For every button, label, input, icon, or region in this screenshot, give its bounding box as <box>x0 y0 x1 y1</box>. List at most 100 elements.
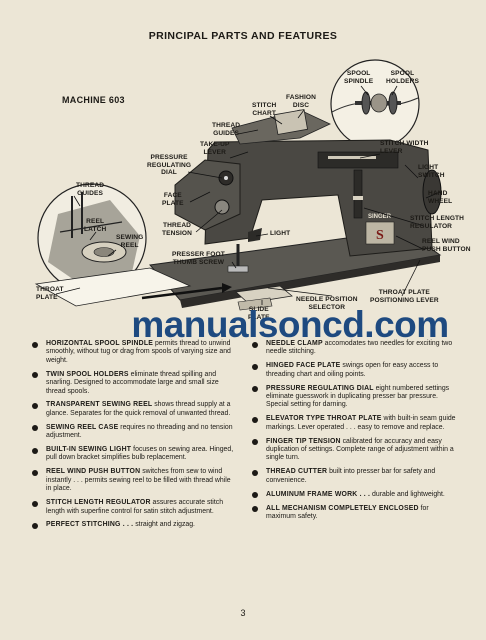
feature-item: SEWING REEL CASE requires no threading a… <box>32 424 237 441</box>
label-thread-guides-inset: THREAD GUIDES <box>76 182 105 197</box>
feature-item: TWIN SPOOL HOLDERS eliminate thread spil… <box>32 371 237 396</box>
page-number: 3 <box>240 608 246 618</box>
label-stitch-length-regulator: STITCH LENGTH REGULATOR <box>410 215 465 230</box>
feature-name: ELEVATOR TYPE THROAT PLATE <box>266 415 382 423</box>
feature-text: eight numbered settings eliminate guessw… <box>266 384 450 409</box>
label-needle-position-selector: NEEDLE POSITION SELECTOR <box>296 296 358 311</box>
feature-name: HINGED FACE PLATE <box>266 362 341 370</box>
feature-name: PERFECT STITCHING . . . <box>46 521 134 529</box>
bullet-icon <box>252 506 258 513</box>
feature-name: TRANSPARENT SEWING REEL <box>46 401 153 409</box>
bullet-icon <box>252 416 258 423</box>
bullet-icon <box>32 522 38 529</box>
label-presser-foot-thumb-screw: PRESSER FOOT THUMB SCREW <box>172 251 225 266</box>
stitch-length-regulator <box>353 169 363 219</box>
feature-name: NEEDLE CLAMP <box>266 340 323 347</box>
thread-tension-dial <box>214 199 230 215</box>
bullet-icon <box>252 363 258 370</box>
machine-label: MACHINE 603 <box>62 95 125 105</box>
label-face-plate: FACE PLATE <box>162 192 184 207</box>
feature-item: THREAD CUTTER built into presser bar for… <box>252 468 457 485</box>
feature-text: built into presser bar for safety and co… <box>266 468 436 484</box>
feature-item: ALUMINUM FRAME WORK . . . durable and li… <box>252 491 457 499</box>
feature-name: STITCH LENGTH REGULATOR <box>46 499 151 507</box>
label-reel-wind-push-button: REEL WIND PUSH BUTTON <box>422 238 471 253</box>
spool-inset <box>330 59 420 149</box>
singer-brand: SINGER <box>368 214 392 220</box>
feature-text: straight and zigzag. <box>133 521 195 529</box>
feature-text: focuses on sewing area. Hinged, pull dow… <box>46 446 234 462</box>
feature-name: HORIZONTAL SPOOL SPINDLE <box>46 340 154 347</box>
feature-item: PERFECT STITCHING . . . straight and zig… <box>32 521 237 529</box>
label-throat-plate: THROAT PLATE <box>36 286 64 301</box>
bullet-icon <box>32 341 38 348</box>
singer-badge <box>365 221 395 245</box>
label-take-up-lever: TAKE-UP LEVER <box>200 141 230 156</box>
feature-name: PRESSURE REGULATING DIAL <box>266 384 374 392</box>
bullet-icon <box>32 447 38 454</box>
singer-badge-letter: S <box>376 228 384 243</box>
label-spool-spindle: SPOOL SPINDLE <box>344 70 374 85</box>
bullet-icon <box>32 402 38 409</box>
bullet-icon <box>32 372 38 379</box>
feature-item: ALL MECHANISM COMPLETELY ENCLOSED for ma… <box>252 505 457 522</box>
sewing-machine-illustration: SINGER S <box>34 59 442 311</box>
feature-item: TRANSPARENT SEWING REEL shows thread sup… <box>32 401 237 418</box>
bullet-icon <box>252 469 258 476</box>
feature-text: durable and lightweight. <box>370 490 445 498</box>
feature-name: THREAD CUTTER <box>266 468 328 476</box>
feature-item: STITCH LENGTH REGULATOR assures accurate… <box>32 499 237 516</box>
bullet-icon <box>32 425 38 432</box>
sewing-light <box>248 228 262 242</box>
feature-item: FINGER TIP TENSION calibrated for accura… <box>252 438 457 463</box>
feature-text: for maximum safety. <box>266 504 429 520</box>
slide-plate <box>237 297 273 311</box>
label-slide-plate: SLIDE PLATE <box>248 306 270 321</box>
bullet-icon <box>32 469 38 476</box>
feature-text: accomodates two needles for exciting two… <box>266 340 453 356</box>
spool-holder-right <box>388 91 398 115</box>
feature-item: NEEDLE CLAMP accomodates two needles for… <box>252 340 457 357</box>
hand-wheel <box>422 169 442 215</box>
feature-text: calibrated for accuracy and easy duplica… <box>266 437 454 462</box>
feature-text: permits thread to unwind smoothly, witho… <box>46 340 231 364</box>
label-spool-holders: SPOOL HOLDERS <box>386 70 419 85</box>
label-light: LIGHT <box>270 230 291 237</box>
feature-item: BUILT-IN SEWING LIGHT focuses on sewing … <box>32 446 237 463</box>
feature-item: HORIZONTAL SPOOL SPINDLE permits thread … <box>32 340 237 365</box>
feature-text: assures accurate stitch length with supe… <box>46 499 224 515</box>
feature-item: PRESSURE REGULATING DIAL eight numbered … <box>252 385 457 410</box>
feature-name: ALL MECHANISM COMPLETELY ENCLOSED <box>266 504 419 512</box>
feature-name: BUILT-IN SEWING LIGHT <box>46 446 132 454</box>
page-title: PRINCIPAL PARTS AND FEATURES <box>148 30 338 42</box>
presser-foot <box>227 265 249 273</box>
feature-item: HINGED FACE PLATE swings open for easy a… <box>252 362 457 379</box>
label-thread-guides-top: THREAD GUIDES <box>212 122 241 137</box>
label-sewing-reel: SEWING REEL <box>116 234 144 249</box>
feature-item: REEL WIND PUSH BUTTON switches from sew … <box>32 468 237 493</box>
bullet-icon <box>252 386 258 393</box>
label-reel-latch: REEL LATCH <box>84 218 107 233</box>
label-fashion-disc: FASHION DISC <box>286 94 317 109</box>
bullet-icon <box>252 439 258 446</box>
features-left-column: HORIZONTAL SPOOL SPINDLE permits thread … <box>32 340 237 535</box>
feature-name: ALUMINUM FRAME WORK . . . <box>266 490 371 498</box>
spool-holder-left <box>361 91 371 115</box>
feature-text: with built-in seam guide markings. Lever… <box>266 415 456 431</box>
throat-plate <box>235 285 293 304</box>
features-right-column: NEEDLE CLAMP accomodates two needles for… <box>252 340 457 527</box>
bullet-icon <box>252 492 258 499</box>
label-stitch-chart: STITCH CHART <box>252 102 277 117</box>
feature-text: switches from sew to wind instantly . . … <box>46 468 231 493</box>
watermark: manualsoncd.com <box>131 304 449 345</box>
feature-item: ELEVATOR TYPE THROAT PLATE with built-in… <box>252 415 457 432</box>
feature-text: swings open for easy access to threading… <box>266 362 439 378</box>
label-throat-plate-positioning-lever: THROAT PLATE POSITIONING LEVER <box>370 289 439 304</box>
label-stitch-width-lever: STITCH WIDTH LEVER <box>380 140 429 155</box>
label-thread-tension: THREAD TENSION <box>162 222 193 237</box>
label-hand-wheel: HAND WHEEL <box>428 190 453 205</box>
feature-text: shows thread supply at a glance. Separat… <box>46 401 231 417</box>
feature-name: FINGER TIP TENSION <box>266 437 341 445</box>
feature-text: requires no threading and no tension adj… <box>46 423 233 440</box>
bullet-icon <box>32 500 38 507</box>
